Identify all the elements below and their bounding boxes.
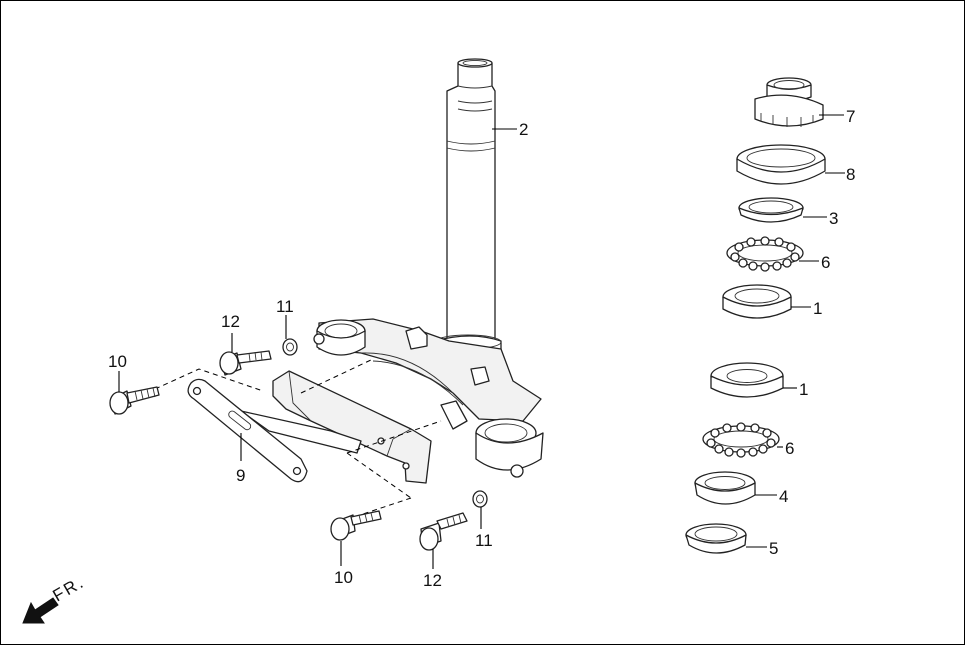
lower-triple-clamp bbox=[313, 318, 544, 478]
callout-10-upper: 10 bbox=[108, 352, 127, 371]
brace-plate bbox=[187, 378, 308, 483]
callout-11-upper: 11 bbox=[276, 297, 294, 316]
callout-6-lower: 6 bbox=[785, 439, 794, 458]
callout-12-upper: 12 bbox=[221, 312, 240, 331]
hose-guide-bracket bbox=[240, 370, 432, 484]
callout-1-lower: 1 bbox=[799, 380, 808, 399]
lock-nut bbox=[754, 77, 824, 127]
callout-9: 9 bbox=[236, 466, 245, 485]
callout-10-lower: 10 bbox=[334, 568, 353, 587]
upper-bearing-cone bbox=[738, 197, 804, 223]
hex-bolt-lower bbox=[419, 512, 468, 551]
front-direction-indicator: FR. bbox=[22, 572, 88, 624]
callout-7: 7 bbox=[846, 107, 855, 126]
lower-bearing-cone bbox=[694, 471, 756, 505]
washer-lower bbox=[472, 490, 488, 508]
upper-ball-race bbox=[726, 236, 804, 272]
callout-5: 5 bbox=[769, 539, 778, 558]
callout-12-lower: 12 bbox=[423, 571, 442, 590]
callout-4: 4 bbox=[779, 487, 788, 506]
callout-2: 2 bbox=[519, 120, 528, 139]
steering-stem bbox=[434, 58, 502, 359]
washer-upper bbox=[282, 338, 298, 356]
lower-ball-race bbox=[702, 422, 780, 458]
dust-seal bbox=[685, 523, 747, 554]
hex-bolt-upper bbox=[219, 350, 272, 376]
upper-bearing-cup bbox=[722, 284, 792, 319]
front-label: FR. bbox=[50, 572, 88, 605]
callout-8: 8 bbox=[846, 165, 855, 184]
callout-6-upper: 6 bbox=[821, 253, 830, 272]
assembly-lines bbox=[154, 358, 442, 519]
callout-11-lower: 11 bbox=[475, 531, 493, 550]
callout-numbers: 2 7 8 3 6 1 1 6 4 5 9 10 10 11 11 12 12 bbox=[108, 107, 855, 590]
leader-lines bbox=[118, 114, 845, 569]
flange-bolt-upper bbox=[109, 386, 160, 415]
callout-3: 3 bbox=[829, 209, 838, 228]
callout-1-upper: 1 bbox=[813, 299, 822, 318]
lower-bearing-cup bbox=[710, 362, 784, 398]
flange-bolt-lower bbox=[330, 510, 382, 541]
adjusting-nut bbox=[736, 144, 826, 185]
front-arrow-icon bbox=[22, 597, 59, 624]
